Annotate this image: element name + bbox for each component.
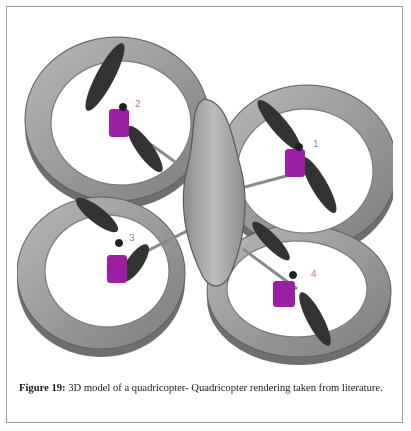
- motor-label-1: 1: [313, 139, 319, 150]
- central-body: [182, 98, 246, 287]
- propellers: [75, 43, 337, 346]
- motor-label-4: 4: [311, 269, 317, 280]
- motors: [107, 109, 305, 307]
- motor-label-3: 3: [129, 233, 135, 244]
- quadricopter-render: 2 1 3 4: [17, 36, 393, 365]
- motor-hubs: [115, 103, 303, 279]
- quadricopter-figure: 2 1 3 4: [17, 19, 393, 367]
- motor-label-2: 2: [135, 99, 141, 110]
- figure-caption: Figure 19: 3D model of a quadricopter- Q…: [19, 381, 391, 397]
- caption-text: 3D model of a quadricopter- Quadricopter…: [68, 383, 383, 394]
- caption-label: Figure 19:: [19, 383, 66, 394]
- figure-frame: 2 1 3 4 Figure 19: 3D model of a quadric…: [6, 6, 403, 423]
